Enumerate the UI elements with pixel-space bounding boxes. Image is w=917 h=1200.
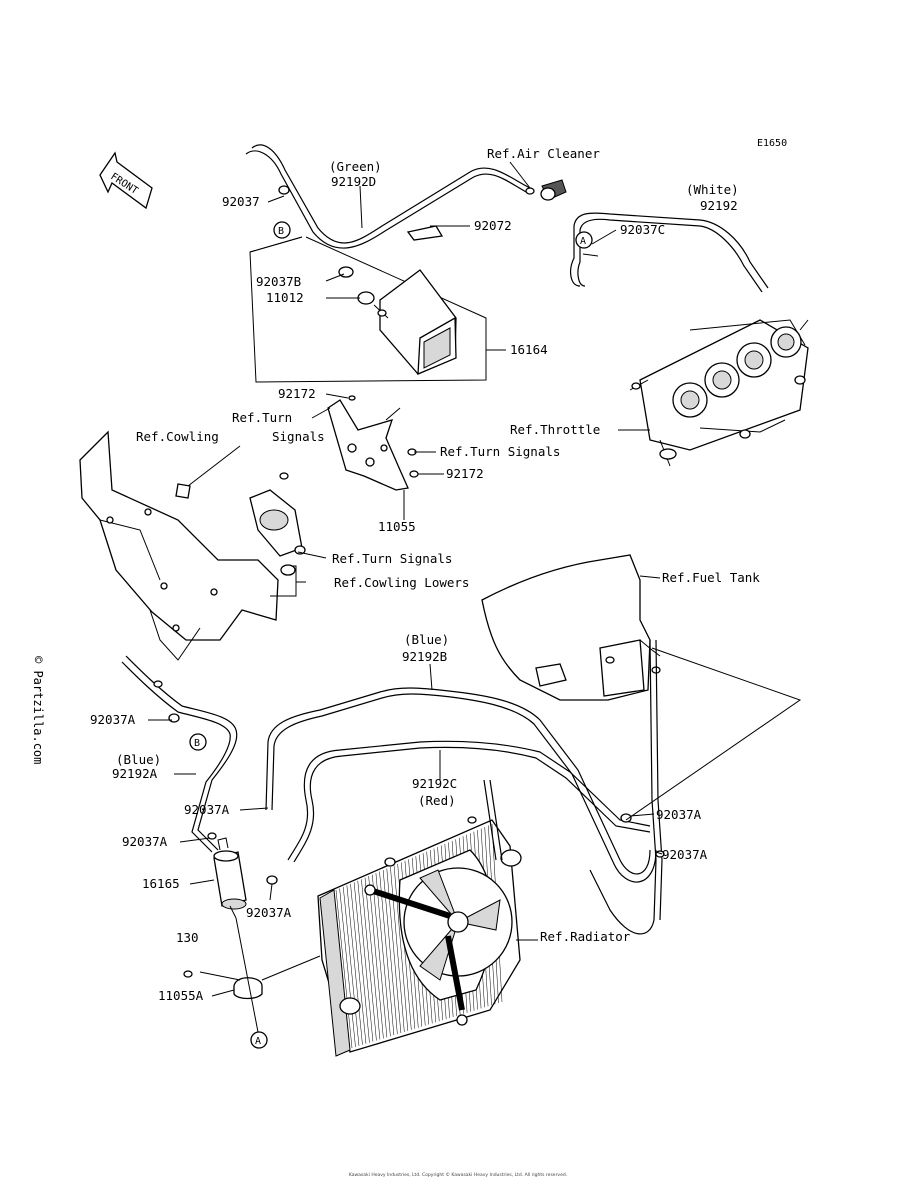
label-ref-radiator: Ref.Radiator: [540, 929, 631, 944]
radiator-fin: [393, 865, 409, 1031]
label-ref-turn-2: Ref.Turn Signals: [440, 444, 560, 459]
label-ref-cowling-lowers: Ref.Cowling Lowers: [334, 575, 469, 590]
callout-a-top: A: [575, 231, 593, 249]
watermark: © Partzilla.com: [31, 656, 45, 764]
label-ref-cowling: Ref.Cowling: [136, 429, 219, 444]
hose-92192a: [121, 655, 238, 853]
radiator-fin: [368, 876, 384, 1039]
label-92072: 92072: [474, 218, 512, 233]
label-92037a-4: 92037A: [122, 834, 168, 849]
radiator-fin: [350, 883, 367, 1044]
part-labels: (Green) 92192D Ref.Air Cleaner (White) 9…: [90, 146, 760, 1003]
label-11055: 11055: [378, 519, 416, 534]
radiator-fin: [361, 879, 377, 1041]
label-92192d: 92192D: [331, 174, 376, 189]
front-arrow-icon: FRONT: [99, 151, 153, 210]
fuel-tank: [481, 554, 661, 701]
label-red: (Red): [418, 793, 456, 808]
footer-copyright: Kawasaki Heavy Industries, Ltd. Copyrigh…: [349, 1171, 567, 1178]
throttle-body: [629, 319, 809, 467]
callout-b-top: B: [273, 221, 291, 239]
bracket-11055: [279, 395, 419, 491]
label-92037a-2: 92037A: [184, 802, 230, 817]
label-green: (Green): [329, 159, 382, 174]
callout-a-bottom: A: [250, 1031, 268, 1049]
radiator-fin: [346, 885, 363, 1045]
label-92172-top: 92172: [278, 386, 316, 401]
label-16165: 16165: [142, 876, 180, 891]
label-92192b: 92192B: [402, 649, 447, 664]
label-ref-fuel-tank: Ref.Fuel Tank: [662, 570, 760, 585]
label-92037: 92037: [222, 194, 260, 209]
label-92192c: 92192C: [412, 776, 457, 791]
label-92037a-5: 92037A: [662, 847, 708, 862]
label-ref-turn-1b: Signals: [272, 429, 325, 444]
label-ref-throttle: Ref.Throttle: [510, 422, 600, 437]
svg-text:A: A: [580, 236, 586, 247]
label-white: (White): [686, 182, 739, 197]
label-92192a: 92192A: [112, 766, 158, 781]
label-ref-turn-3: Ref.Turn Signals: [332, 551, 452, 566]
label-92037a-1: 92037A: [90, 712, 136, 727]
label-92037a-6: 92037A: [246, 905, 292, 920]
diagram-id: E1650: [757, 138, 787, 149]
radiator-fin: [339, 888, 356, 1047]
radiator-fin: [335, 889, 353, 1049]
radiator-fin: [357, 880, 374, 1042]
label-ref-air-cleaner: Ref.Air Cleaner: [487, 146, 600, 161]
canister-16164: [249, 225, 487, 383]
callout-b-bottom: B: [189, 733, 207, 751]
svg-text:A: A: [255, 1036, 261, 1047]
radiator-fin: [364, 877, 381, 1040]
radiator-fin: [379, 871, 395, 1036]
radiator-fin: [343, 886, 360, 1046]
hose-92192c: [287, 740, 651, 863]
radiator: [317, 779, 522, 1057]
label-11012: 11012: [266, 290, 304, 305]
label-16164: 16164: [510, 342, 548, 357]
hose-92192: [570, 212, 769, 293]
hose-92192b: [265, 687, 657, 883]
label-ref-turn-1a: Ref.Turn: [232, 410, 292, 425]
svg-text:B: B: [278, 226, 284, 237]
radiator-fin: [353, 882, 370, 1043]
hose-right-vertical: [589, 639, 665, 935]
label-11055a: 11055A: [158, 988, 204, 1003]
cowling: [79, 430, 306, 661]
label-blue-1: (Blue): [404, 632, 449, 647]
label-92172-mid: 92172: [446, 466, 484, 481]
label-130: 130: [176, 930, 199, 945]
fuel-filter-16165: [207, 832, 278, 919]
label-92037b: 92037B: [256, 274, 301, 289]
leader-lines: [148, 161, 802, 997]
label-92037a-3: 92037A: [656, 807, 702, 822]
radiator-fin: [375, 873, 391, 1037]
label-92037c: 92037C: [620, 222, 665, 237]
hose-92192d: [245, 144, 567, 249]
svg-text:B: B: [194, 738, 200, 749]
label-92192: 92192: [700, 198, 738, 213]
radiator-fin: [372, 874, 388, 1038]
clamp-11055a: [183, 917, 263, 1033]
label-blue-2: (Blue): [116, 752, 161, 767]
